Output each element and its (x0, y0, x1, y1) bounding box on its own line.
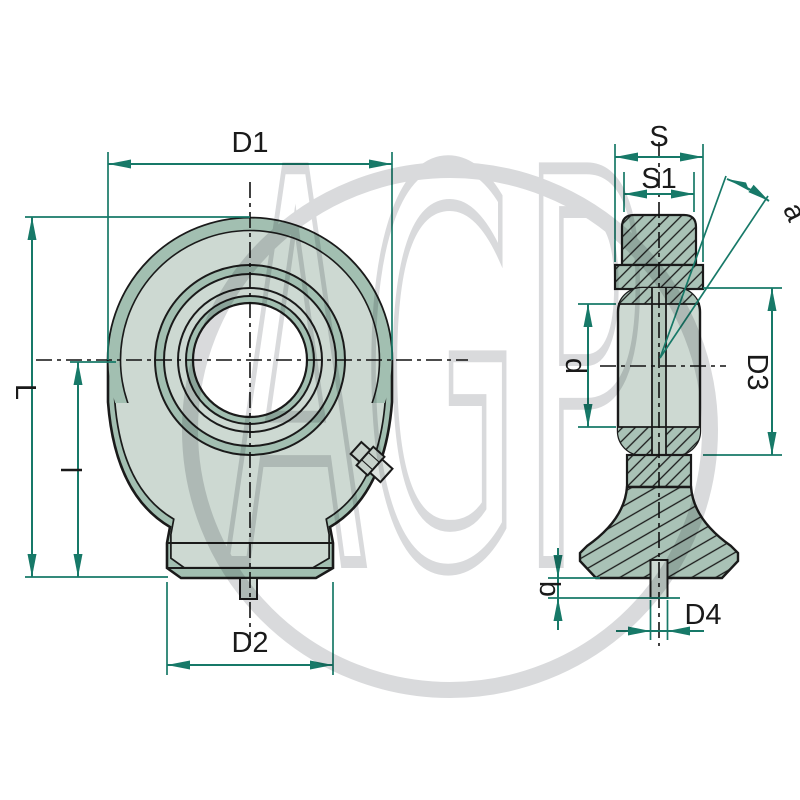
dimension-S1: S1 (623, 163, 695, 212)
dimensions: D1 L l D2 (9, 121, 800, 675)
watermark-circle (182, 162, 718, 698)
dimension-label-d: d (559, 358, 591, 374)
dimension-label-D2: D2 (231, 627, 268, 659)
dimension-label-L: L (9, 384, 41, 400)
dimension-label-S1: S1 (641, 163, 676, 195)
dimension-D1: D1 (107, 127, 393, 360)
dimension-D3: D3 (703, 287, 782, 456)
dimension-S: S (614, 121, 704, 262)
dimension-D4: D4 (616, 599, 722, 640)
dimension-l: l (54, 361, 116, 577)
dimension-label-S: S (649, 121, 668, 153)
dimension-label-a: a (776, 198, 800, 227)
watermark: AGP (182, 60, 718, 698)
dimension-label-D4: D4 (684, 599, 721, 631)
grease-nipple (349, 440, 394, 484)
dimension-label-l: l (54, 467, 86, 473)
dimension-label-D3: D3 (741, 353, 773, 390)
dimension-L: L (9, 216, 250, 578)
ball-bore-slot (652, 288, 666, 455)
dimension-label-b: b (533, 581, 565, 597)
dimension-label-D1: D1 (231, 127, 268, 159)
dimension-d: d (559, 303, 616, 428)
watermark-text: AGP (225, 62, 645, 690)
